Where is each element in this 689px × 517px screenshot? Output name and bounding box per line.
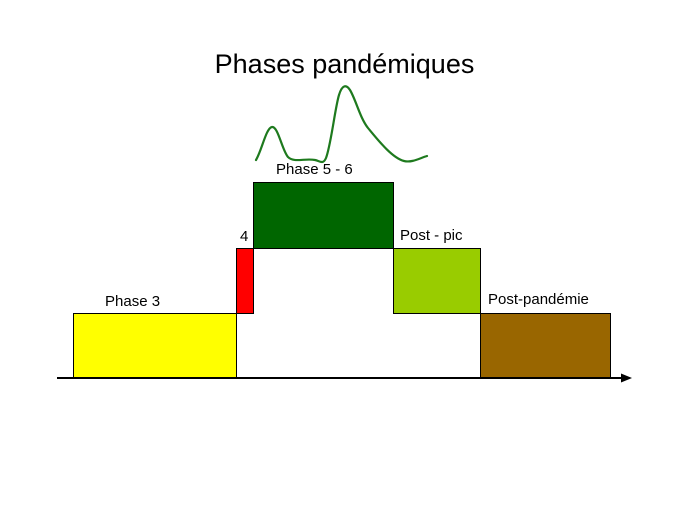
phase-3-label: Phase 3 [105, 293, 161, 310]
post-pic-block [393, 248, 481, 314]
timeline-arrowhead [621, 373, 632, 383]
phase-4-block [236, 248, 254, 314]
epidemic-curve [254, 85, 429, 164]
phase-3-block [73, 313, 237, 378]
slide-title: Phases pandémiques [214, 49, 475, 79]
post-pic-label: Post - pic [400, 227, 463, 244]
phase-5-6-block [253, 182, 394, 249]
phase-5-6-label: Phase 5 - 6 [276, 161, 353, 178]
phase-4-label: 4 [240, 228, 249, 245]
post-pandemie-label: Post-pandémie [488, 291, 589, 308]
